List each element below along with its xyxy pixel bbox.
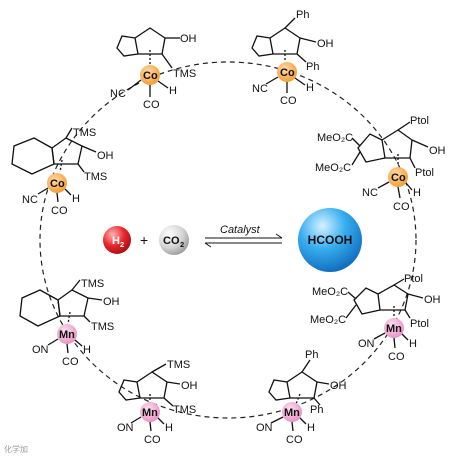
- metal-label: Mn: [142, 407, 158, 419]
- complex-mn-diester-ptol: MeO₂C MeO₂C Ptol OH Ptol Mn ON CO H: [310, 273, 441, 363]
- tms-label-top: TMS: [167, 359, 190, 371]
- co2-subscript: 2: [180, 240, 184, 249]
- oh-label: OH: [180, 33, 197, 45]
- ester-label-top: MeO₂C: [317, 132, 353, 144]
- hcooh-label: HCOOH: [308, 233, 353, 247]
- cycle-dashed-ring: [39, 61, 417, 419]
- oh-label: OH: [330, 380, 347, 392]
- oh-label: OH: [103, 296, 120, 308]
- tms-label: TMS: [173, 68, 196, 80]
- metal-label: Co: [50, 178, 65, 190]
- equilibrium-arrow: [204, 233, 283, 248]
- co-label: CO: [143, 99, 160, 111]
- co2-label: CO: [163, 235, 180, 247]
- co-label: CO: [62, 356, 79, 368]
- co-label: CO: [51, 205, 68, 217]
- cobalt-center: [47, 173, 67, 193]
- tms-label-top: TMS: [81, 278, 104, 290]
- metal-label: Mn: [284, 407, 300, 419]
- metal-label: Co: [391, 172, 406, 184]
- co-label: CO: [393, 201, 410, 213]
- metal-label: Mn: [386, 323, 402, 335]
- h-label: H: [169, 85, 177, 97]
- co2-sphere: [159, 225, 189, 255]
- complex-co-diester-ptol: MeO₂C MeO₂C Ptol OH Ptol Co NC CO H: [315, 115, 446, 213]
- tms-label-top: TMS: [73, 127, 96, 139]
- co-label: CO: [388, 351, 405, 363]
- h2-subscript: 2: [120, 240, 124, 249]
- ptol-label-top: Ptol: [404, 273, 423, 285]
- on-label: ON: [256, 422, 273, 434]
- h-label: H: [307, 422, 315, 434]
- nc-label: NC: [252, 83, 268, 95]
- ph-label-bottom: Ph: [306, 61, 319, 73]
- h2-sphere: [103, 226, 131, 254]
- watermark-text: 化学加: [4, 444, 28, 454]
- metal-label: Co: [280, 67, 295, 79]
- tms-label-bottom: TMS: [173, 404, 196, 416]
- ptol-label-bottom: Ptol: [410, 318, 429, 330]
- oh-label: OH: [181, 380, 198, 392]
- complex-co-indenyl-tms: TMS OH TMS Co NC CO H: [11, 127, 114, 217]
- ph-label-bottom: Ph: [310, 404, 323, 416]
- oh-label: OH: [429, 145, 446, 157]
- h2-label: H: [112, 235, 120, 247]
- cobalt-center: [140, 65, 160, 85]
- catalyst-label: Catalyst: [220, 224, 261, 236]
- h-label: H: [83, 344, 91, 356]
- ester-label-bottom: MeO₂C: [310, 314, 346, 326]
- nc-label: NC: [362, 187, 378, 199]
- tms-label-bottom: TMS: [84, 171, 107, 183]
- oh-label: OH: [317, 38, 334, 50]
- ph-label-top: Ph: [305, 349, 318, 361]
- ph-label-top: Ph: [296, 9, 309, 21]
- nc-label: NC: [22, 194, 38, 206]
- h-label: H: [72, 193, 80, 205]
- co-label: CO: [144, 434, 161, 446]
- metal-label: Co: [143, 70, 158, 82]
- manganese-center: [140, 402, 160, 422]
- complex-co-furan-tms: OH TMS Co NC CO H: [110, 27, 197, 111]
- cobalt-center: [277, 62, 297, 82]
- on-label: ON: [117, 422, 134, 434]
- h-label: H: [409, 338, 417, 350]
- co-label: CO: [280, 95, 297, 107]
- manganese-center: [282, 402, 302, 422]
- complex-mn-furan-tms: TMS OH TMS Mn ON CO H: [117, 359, 198, 446]
- ptol-label-top: Ptol: [410, 115, 429, 127]
- tms-label-bottom: TMS: [91, 321, 114, 333]
- co-label: CO: [286, 434, 303, 446]
- center-reaction: H 2 + CO 2 Catalyst HCOOH: [103, 208, 362, 272]
- complex-co-furan-ph: Ph OH Ph Co NC CO H: [251, 9, 334, 107]
- h-label: H: [306, 82, 314, 94]
- hcooh-sphere: [298, 208, 362, 272]
- manganese-center: [384, 318, 404, 338]
- nc-label: NC: [110, 88, 126, 100]
- h-label: H: [165, 422, 173, 434]
- ester-label-top: MeO₂C: [312, 286, 348, 298]
- on-label: ON: [358, 338, 375, 350]
- h-label: H: [413, 187, 421, 199]
- manganese-center: [57, 324, 77, 344]
- ptol-label-bottom: Ptol: [415, 167, 434, 179]
- complex-mn-indenyl-tms: TMS OH TMS Mn ON CO H: [19, 278, 120, 368]
- oh-label: OH: [424, 294, 441, 306]
- cobalt-center: [388, 167, 408, 187]
- on-label: ON: [32, 344, 49, 356]
- complex-mn-furan-ph: Ph OH Ph Mn ON CO H: [256, 349, 347, 446]
- ester-label-bottom: MeO₂C: [315, 162, 351, 174]
- oh-label: OH: [97, 150, 114, 162]
- metal-label: Mn: [59, 329, 75, 341]
- plus-sign: +: [140, 232, 148, 248]
